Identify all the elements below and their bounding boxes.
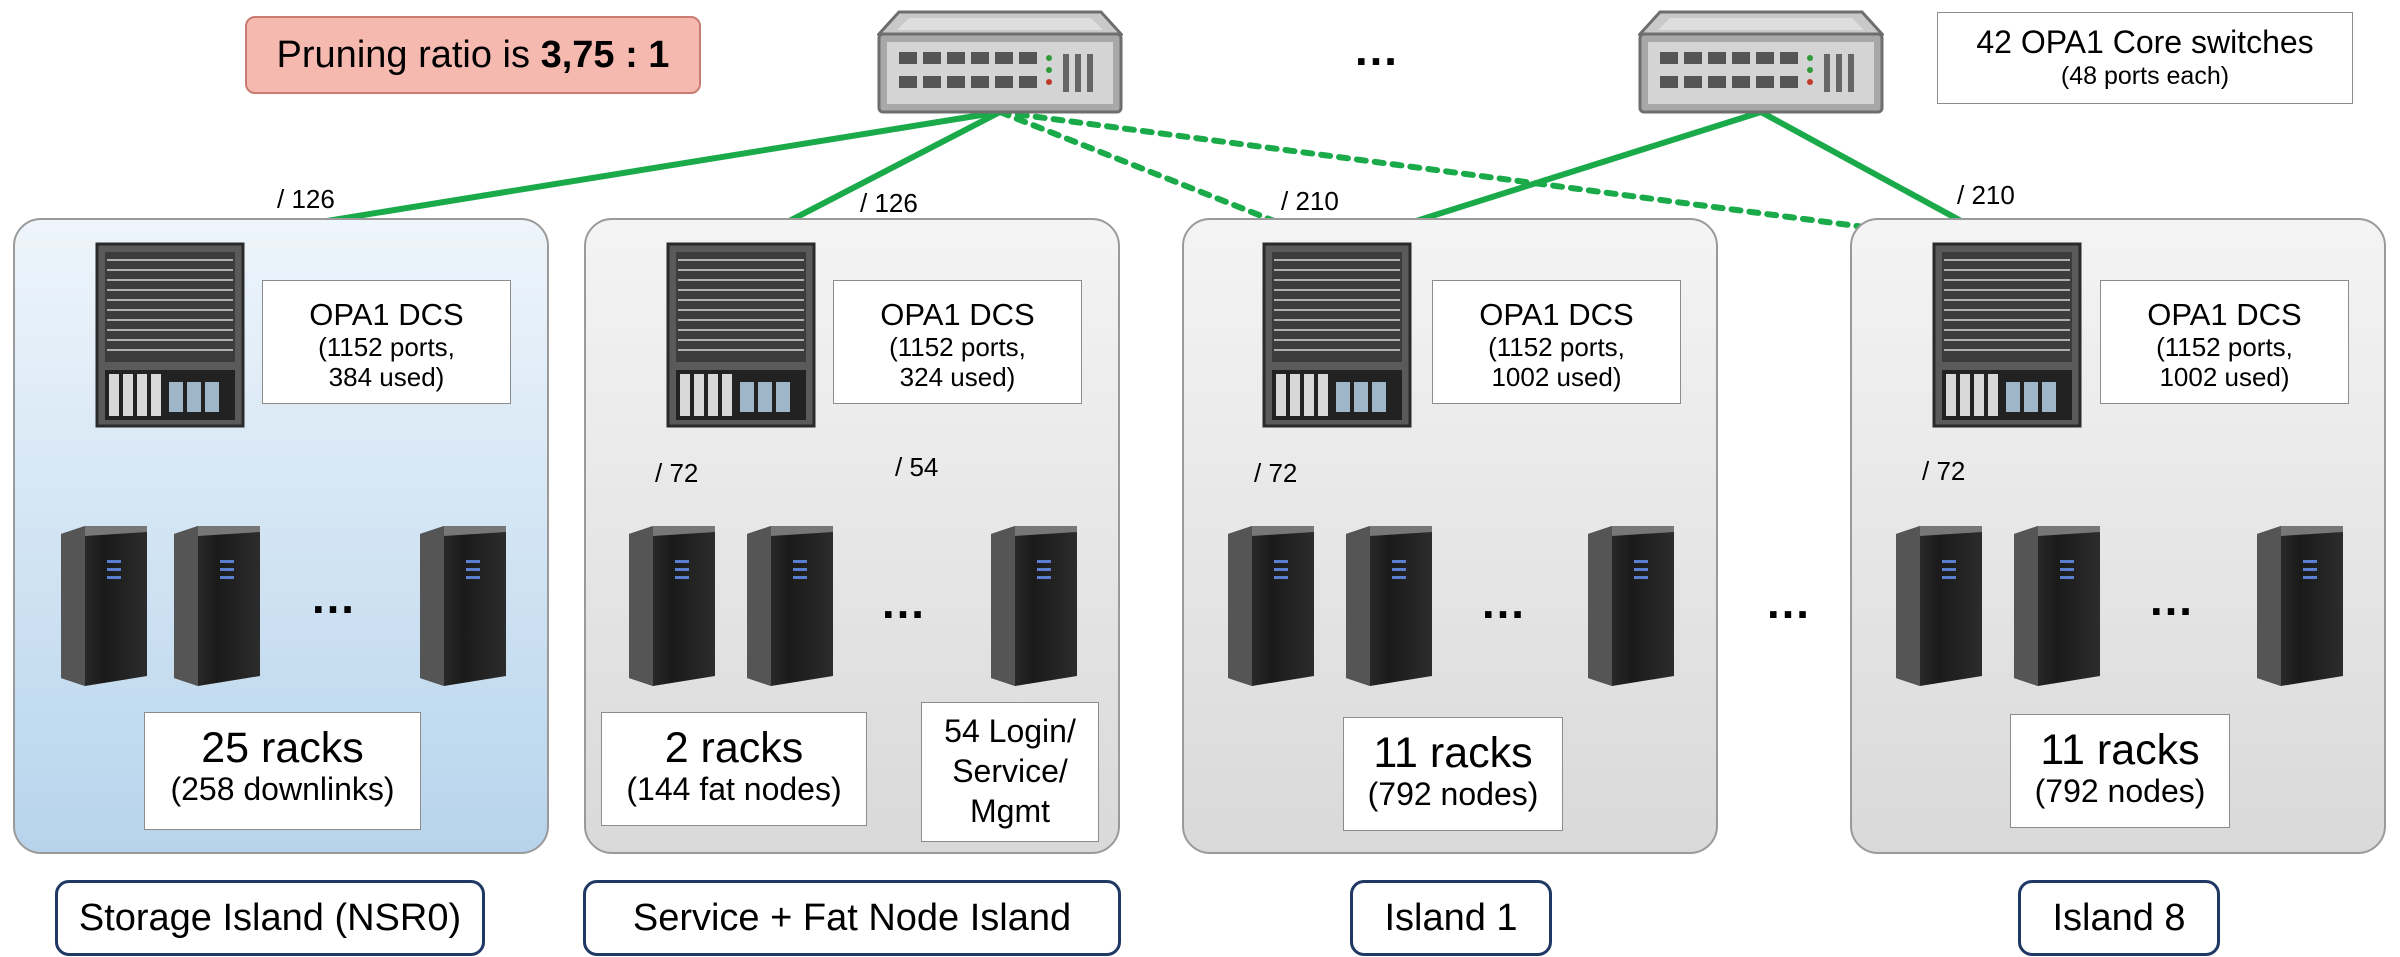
director-switch-icon bbox=[1932, 242, 2082, 428]
racks-subtitle: (792 nodes) bbox=[2034, 773, 2206, 810]
server-rack-icon bbox=[1896, 526, 1982, 686]
link-label-service-down-mgmt: / 54 bbox=[895, 452, 939, 482]
racks-subtitle: (258 downlinks) bbox=[170, 771, 395, 808]
storage-racks-ellipsis: … bbox=[310, 571, 358, 623]
dcs-used: 324 used) bbox=[899, 361, 1016, 392]
service-racks-ellipsis: … bbox=[880, 576, 928, 628]
island1-racks-label: 11 racks (792 nodes) bbox=[1343, 717, 1563, 831]
island-name-storage: Storage Island (NSR0) bbox=[55, 880, 485, 956]
racks-subtitle: (792 nodes) bbox=[1367, 776, 1539, 813]
server-rack-icon bbox=[991, 526, 1077, 686]
island-name-island1: Island 1 bbox=[1350, 880, 1552, 956]
dcs-used: 1002 used) bbox=[1491, 361, 1622, 392]
link-label-service-uplink: / 126 bbox=[860, 188, 918, 218]
uplink-island8-dotted bbox=[997, 109, 2010, 249]
pruning-ratio-value: 3,75 : 1 bbox=[540, 34, 670, 76]
island8-racks-ellipsis: … bbox=[2148, 573, 2196, 625]
dcs-title: OPA1 DCS bbox=[309, 297, 464, 332]
dcs-ports: (1152 ports, bbox=[889, 331, 1026, 362]
core-switches-title: 42 OPA1 Core switches bbox=[1976, 24, 2314, 60]
dcs-ports: (1152 ports, bbox=[2156, 331, 2293, 362]
pruning-ratio-banner: Pruning ratio is 3,75 : 1 bbox=[245, 16, 701, 94]
uplink-island1-dotted bbox=[997, 109, 1340, 249]
link-label-island8-uplink: / 210 bbox=[1957, 180, 2015, 210]
link-label-island8-down: / 72 bbox=[1922, 456, 1966, 486]
dcs-title: OPA1 DCS bbox=[1479, 297, 1634, 332]
server-rack-icon bbox=[747, 526, 833, 686]
dcs-used: 1002 used) bbox=[2159, 361, 2290, 392]
island8-racks-label: 11 racks (792 nodes) bbox=[2010, 714, 2230, 828]
core-switch-icon bbox=[877, 10, 1123, 114]
dcs-title: OPA1 DCS bbox=[880, 297, 1035, 332]
server-rack-icon bbox=[2014, 526, 2100, 686]
pruning-ratio-prefix: Pruning ratio is bbox=[276, 34, 541, 76]
island-name-service: Service + Fat Node Island bbox=[583, 880, 1121, 956]
link-label-storage-uplink: / 126 bbox=[277, 184, 335, 214]
racks-subtitle: (144 fat nodes) bbox=[626, 771, 842, 808]
server-rack-icon bbox=[61, 526, 147, 686]
racks-title: 2 racks bbox=[664, 724, 804, 772]
storage-dcs-label: OPA1 DCS (1152 ports, 384 used) bbox=[262, 280, 511, 404]
server-rack-icon bbox=[1346, 526, 1432, 686]
link-label-island1-down: / 72 bbox=[1254, 458, 1298, 488]
dcs-ports: (1152 ports, bbox=[318, 331, 455, 362]
director-switch-icon bbox=[1262, 242, 1412, 428]
dcs-used: 384 used) bbox=[328, 361, 445, 392]
mgmt-line3: Mgmt bbox=[970, 793, 1050, 829]
mgmt-line1: 54 Login/ bbox=[944, 713, 1076, 749]
storage-racks-label: 25 racks (258 downlinks) bbox=[144, 712, 421, 830]
server-rack-icon bbox=[420, 526, 506, 686]
server-rack-icon bbox=[1228, 526, 1314, 686]
racks-title: 11 racks bbox=[1373, 729, 1533, 777]
server-rack-icon bbox=[1588, 526, 1674, 686]
link-label-island1-uplink: / 210 bbox=[1281, 186, 1339, 216]
core-switches-subtitle: (48 ports each) bbox=[2060, 62, 2230, 91]
service-mgmt-label: 54 Login/ Service/ Mgmt bbox=[921, 702, 1099, 842]
island1-dcs-label: OPA1 DCS (1152 ports, 1002 used) bbox=[1432, 280, 1681, 404]
core-switch-icon bbox=[1638, 10, 1884, 114]
dcs-title: OPA1 DCS bbox=[2147, 297, 2302, 332]
service-racks-label: 2 racks (144 fat nodes) bbox=[601, 712, 867, 826]
racks-title: 25 racks bbox=[201, 724, 364, 772]
island-name-island8: Island 8 bbox=[2018, 880, 2220, 956]
server-rack-icon bbox=[174, 526, 260, 686]
service-dcs-label: OPA1 DCS (1152 ports, 324 used) bbox=[833, 280, 1082, 404]
server-rack-icon bbox=[629, 526, 715, 686]
mgmt-line2: Service/ bbox=[952, 753, 1068, 789]
dcs-ports: (1152 ports, bbox=[1488, 331, 1625, 362]
racks-title: 11 racks bbox=[2040, 726, 2200, 774]
link-label-service-down-racks: / 72 bbox=[655, 458, 699, 488]
core-switches-label: 42 OPA1 Core switches (48 ports each) bbox=[1937, 12, 2353, 104]
island8-dcs-label: OPA1 DCS (1152 ports, 1002 used) bbox=[2100, 280, 2349, 404]
director-switch-icon bbox=[95, 242, 245, 428]
between-islands-ellipsis: … bbox=[1765, 576, 1813, 628]
core-switch-ellipsis: … bbox=[1353, 23, 1401, 75]
director-switch-icon bbox=[666, 242, 816, 428]
island1-racks-ellipsis: … bbox=[1480, 576, 1528, 628]
server-rack-icon bbox=[2257, 526, 2343, 686]
